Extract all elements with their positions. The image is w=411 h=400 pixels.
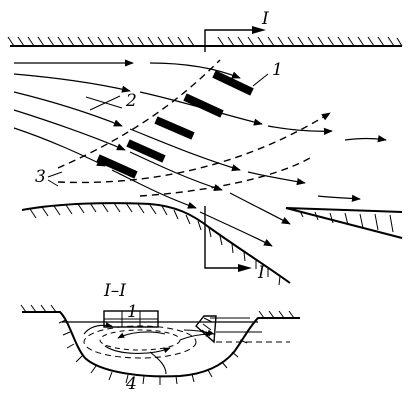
- boundary-label: 3: [35, 167, 46, 187]
- vortex-label: 4: [125, 374, 137, 394]
- guide-panels: [96, 70, 269, 179]
- upper-riverbank: [7, 36, 403, 47]
- section-marker-top: I: [261, 9, 269, 29]
- lower-riverbank: [21, 202, 403, 286]
- section-marker-bottom: I: [257, 263, 265, 283]
- section-line: [204, 26, 266, 272]
- flow-line-label: 2: [125, 91, 137, 111]
- dashed-boundaries: [47, 59, 331, 197]
- panel-label-section: 1: [127, 302, 138, 322]
- section-title: I–I: [103, 281, 126, 301]
- panel-label: 1: [272, 60, 283, 80]
- cross-section: [20, 304, 300, 385]
